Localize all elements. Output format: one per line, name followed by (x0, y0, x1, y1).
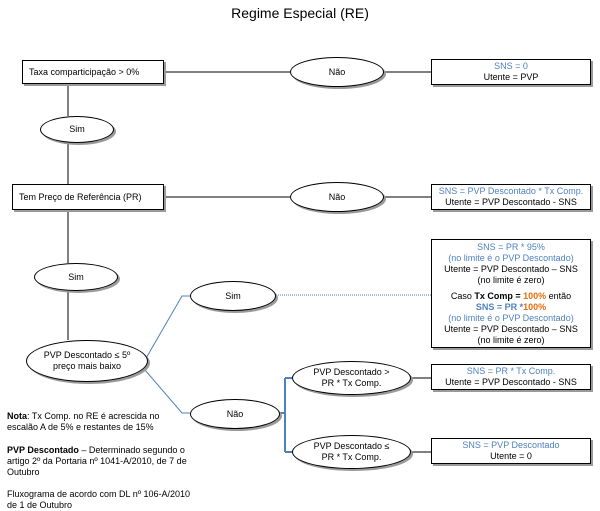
pvp-maior-oval: PVP Descontado > PR * Tx Comp. (292, 361, 411, 395)
note-label: Nota (7, 411, 27, 421)
preco-referencia-text: Tem Preço de Referência (PR) (19, 191, 142, 202)
result-box-5: SNS = PVP Descontado Utente = 0 (431, 438, 591, 464)
taxa-condition-box: Taxa comparticipação > 0% (22, 60, 164, 84)
pvp-descontado-text: – Determinado segundo o artigo 2º da Por… (7, 445, 187, 477)
result-box-1: SNS = 0 Utente = PVP (431, 59, 591, 85)
result-3-limit-zero: (no limite é zero) (477, 274, 545, 285)
result-box-3: SNS = PR * 95% (no limite é o PVP Descon… (431, 239, 591, 348)
nao-oval-1: Não (290, 57, 384, 87)
nao-oval-2: Não (290, 182, 384, 212)
pvp-quinto-line-1: PVP Descontado ≤ 5º (43, 350, 131, 360)
sim-oval-3: Sim (190, 281, 276, 311)
result-4-sns: SNS = PR * Tx Comp. (466, 366, 556, 376)
result-3-caso-line: Caso Tx Comp = 100% então (451, 291, 571, 302)
result-3-limit-2: (no limite é o PVP Descontado) (448, 312, 574, 323)
pvp-quinto-preco-oval: PVP Descontado ≤ 5º preço mais baixo (26, 340, 148, 382)
pvp-menor-line-2: PR * Tx Comp. (321, 452, 382, 462)
result-3-sns-100: SNS = PR *100% (476, 302, 546, 313)
sim-oval-1: Sim (40, 116, 114, 143)
edge-pvp5-sim (144, 295, 190, 361)
caso-prefix: Caso (450, 290, 475, 301)
result-5-sns: SNS = PVP Descontado (462, 440, 560, 450)
result-box-2: SNS = PVP Descontado * Tx Comp. Utente =… (431, 184, 591, 210)
nao-label: Não (226, 408, 244, 419)
preco-referencia-box: Tem Preço de Referência (PR) (12, 184, 164, 210)
pvp-maior-line-1: PVP Descontado > (313, 367, 390, 377)
taxa-condition-text: Taxa comparticipação > 0% (29, 66, 140, 77)
diagram-title: Regime Especial (RE) (231, 5, 369, 21)
fluxograma-text: Fluxograma de acordo com DL nº 106-A/201… (7, 489, 191, 510)
pvp-menor-oval: PVP Descontado ≤ PR * Tx Comp. (292, 435, 411, 469)
nao-label: Não (328, 191, 346, 202)
sim-label: Sim (68, 271, 84, 282)
result-4-utente: Utente = PVP Descontado - SNS (445, 377, 577, 387)
caso-suffix: então (546, 290, 572, 301)
result-box-4: SNS = PR * Tx Comp. Utente = PVP Descont… (431, 364, 591, 390)
result-3-limit: (no limite é o PVP Descontado) (448, 252, 574, 263)
nao-label: Não (328, 66, 346, 77)
result-1-utente: Utente = PVP (483, 72, 539, 82)
result-3-utente: Utente = PVP Descontado – SNS (444, 263, 578, 274)
pvp-maior-line-2: PR * Tx Comp. (321, 378, 382, 388)
result-2-sns: SNS = PVP Descontado * Tx Comp. (438, 186, 584, 196)
result-1-sns: SNS = 0 (494, 61, 528, 71)
sim-label: Sim (225, 290, 241, 301)
note-fluxograma: Fluxograma de acordo com DL nº 106-A/201… (7, 489, 192, 511)
result-5-utente: Utente = 0 (490, 451, 532, 461)
pvp-menor-line-1: PVP Descontado ≤ (313, 441, 390, 451)
result-3-limit-zero-2: (no limite é zero) (477, 334, 545, 345)
edge-pvp5-nao (144, 369, 190, 414)
sns-pr-value: 100% (523, 301, 547, 312)
tx-comp-value: 100% (523, 290, 547, 301)
nao-oval-3: Não (190, 399, 280, 429)
note-text: : Tx Comp. no RE é acrescida no escalão … (7, 411, 160, 432)
result-3-sns: SNS = PR * 95% (477, 241, 545, 252)
sim-oval-2: Sim (34, 263, 118, 291)
result-3-utente-2: Utente = PVP Descontado – SNS (444, 323, 578, 334)
tx-comp-label: Tx Comp = (474, 290, 524, 301)
pvp-descontado-label: PVP Descontado (7, 445, 79, 455)
pvp-quinto-line-2: preço mais baixo (52, 361, 122, 371)
note-pvp-descontado: PVP Descontado – Determinado segundo o a… (7, 445, 192, 478)
sim-label: Sim (69, 124, 85, 134)
result-2-utente: Utente = PVP Descontado - SNS (445, 197, 577, 207)
note-tx-comp: Nota: Tx Comp. no RE é acrescida no esca… (7, 411, 192, 433)
sns-pr-label: SNS = PR * (475, 301, 524, 312)
